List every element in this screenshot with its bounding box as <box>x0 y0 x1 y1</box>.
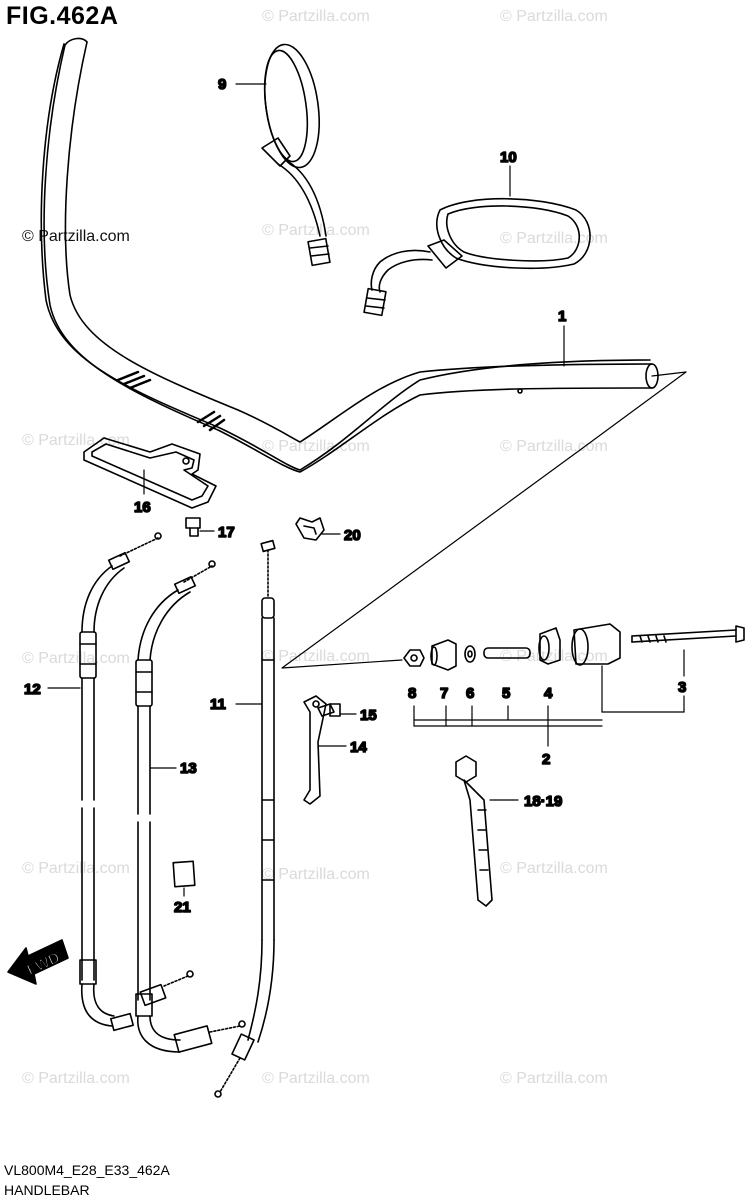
watermark: © Partzilla.com <box>500 648 608 665</box>
washer-6-part[interactable] <box>464 645 476 663</box>
figure-caption: HANDLEBAR <box>4 1182 90 1198</box>
handlebar-part[interactable] <box>40 37 659 473</box>
watermark: © Partzilla.com <box>500 1070 608 1087</box>
bracket-part[interactable] <box>83 437 217 509</box>
watermark-dark: © Partzilla.com <box>22 228 130 245</box>
watermark: © Partzilla.com <box>262 648 370 665</box>
callout-18-19: 18·19 <box>524 793 562 810</box>
figure-code: VL800M4_E28_E33_462A <box>4 1162 170 1178</box>
label-21-part[interactable] <box>172 860 196 888</box>
callout-11: 11 <box>210 696 226 713</box>
watermark: © Partzilla.com <box>500 8 608 25</box>
cable-tie-part[interactable] <box>455 755 493 907</box>
callout-16: 16 <box>134 499 151 516</box>
callout-21: 21 <box>174 899 191 916</box>
mirror-right-part[interactable] <box>363 197 591 317</box>
spacer-4-part[interactable] <box>538 627 561 665</box>
watermark: © Partzilla.com <box>22 432 130 449</box>
callout-3: 3 <box>678 679 686 696</box>
watermark: © Partzilla.com <box>500 230 608 247</box>
watermark: © Partzilla.com <box>262 438 370 455</box>
watermark: © Partzilla.com <box>500 438 608 455</box>
throttle-cable-1-part[interactable] <box>79 532 162 1032</box>
watermark: © Partzilla.com <box>22 1070 130 1087</box>
callout-6: 6 <box>466 685 474 702</box>
clutch-cable-part[interactable] <box>214 539 276 1098</box>
watermark: © Partzilla.com <box>262 866 370 883</box>
throttle-cable-2-part[interactable] <box>135 560 246 1053</box>
callout-15: 15 <box>360 707 377 724</box>
callout-14: 14 <box>350 739 367 756</box>
leader-lines <box>281 371 687 669</box>
watermark: © Partzilla.com <box>262 1070 370 1087</box>
watermark: © Partzilla.com <box>22 860 130 877</box>
callout-5: 5 <box>502 685 510 702</box>
rod-5-part[interactable] <box>483 647 531 659</box>
callout-10: 10 <box>500 149 517 166</box>
fwd-arrow-icon: FWD <box>7 939 69 985</box>
watermark: © Partzilla.com <box>500 860 608 877</box>
spacer-7-part[interactable] <box>430 639 457 671</box>
callout-20: 20 <box>344 527 361 544</box>
callout-12: 12 <box>24 681 41 698</box>
callout-8: 8 <box>408 685 416 702</box>
callout-2: 2 <box>542 751 550 768</box>
nut-8-part[interactable] <box>403 649 425 667</box>
callout-9: 9 <box>218 76 226 93</box>
watermark: © Partzilla.com <box>22 650 130 667</box>
callout-1: 1 <box>558 308 566 325</box>
bolt-3-part[interactable] <box>631 625 745 643</box>
callout-leaders <box>47 83 565 897</box>
bolt-17-part[interactable] <box>185 517 201 537</box>
watermark: © Partzilla.com <box>262 222 370 239</box>
callout-4: 4 <box>544 685 553 702</box>
figure-title: FIG.462A <box>6 2 119 30</box>
callout-13: 13 <box>180 760 197 777</box>
mirror-left-part[interactable] <box>258 41 331 267</box>
watermark: © Partzilla.com <box>262 8 370 25</box>
cable-guide-part[interactable] <box>303 695 327 805</box>
bolt-15-part[interactable] <box>317 703 341 717</box>
weight-2-part[interactable] <box>571 623 621 666</box>
callout-7: 7 <box>440 685 448 702</box>
clip-20-part[interactable] <box>295 517 325 541</box>
callout-17: 17 <box>218 524 235 541</box>
assembly-bracket <box>413 649 685 747</box>
